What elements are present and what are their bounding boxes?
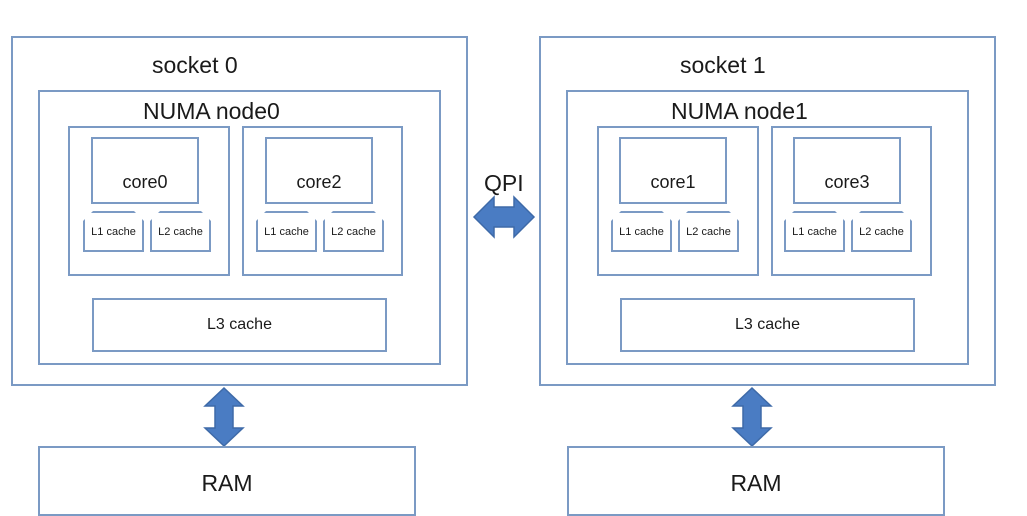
- socket-0-l3-cache: [92, 298, 387, 352]
- socket-0-ram-label: RAM: [201, 470, 253, 496]
- core1-l1-cache: L1 cache: [611, 211, 672, 252]
- core2-label: core2: [296, 172, 342, 192]
- qpi-double-arrow-icon: [472, 195, 536, 239]
- core1-l2-cache: L2 cache: [678, 211, 739, 252]
- socket-0-l3-label: L3 cache: [207, 316, 272, 333]
- numa-node1-title: NUMA node1: [671, 98, 808, 124]
- socket-0-title: socket 0: [152, 52, 238, 78]
- core0-l1-cache: L1 cache: [83, 211, 144, 252]
- core2-l2-cache: L2 cache: [323, 211, 384, 252]
- core3-box: [793, 137, 901, 204]
- socket-1-l3-cache: [620, 298, 915, 352]
- core0-box: [91, 137, 199, 204]
- core3-label: core3: [824, 172, 870, 192]
- core0-label: core0: [122, 172, 168, 192]
- core1-label: core1: [650, 172, 696, 192]
- socket-1-title: socket 1: [680, 52, 766, 78]
- socket-0-ram-arrow-icon: [203, 386, 245, 448]
- socket-1-l3-label: L3 cache: [735, 316, 800, 333]
- core1-l2-label: L2 cache: [686, 225, 731, 238]
- core0-l2-cache: L2 cache: [150, 211, 211, 252]
- numa-node0-title: NUMA node0: [143, 98, 280, 124]
- core1-l1-label: L1 cache: [619, 225, 664, 238]
- core2-box: [265, 137, 373, 204]
- core3-l2-label: L2 cache: [859, 225, 904, 238]
- core2-l1-label: L1 cache: [264, 225, 309, 238]
- qpi-label: QPI: [484, 170, 524, 196]
- core2-l1-cache: L1 cache: [256, 211, 317, 252]
- core1-box: [619, 137, 727, 204]
- core3-l1-cache: L1 cache: [784, 211, 845, 252]
- core0-l1-label: L1 cache: [91, 225, 136, 238]
- core3-l1-label: L1 cache: [792, 225, 837, 238]
- core0-l2-label: L2 cache: [158, 225, 203, 238]
- socket-1-ram-label: RAM: [730, 470, 782, 496]
- core2-l2-label: L2 cache: [331, 225, 376, 238]
- socket-1-ram-arrow-icon: [731, 386, 773, 448]
- core3-l2-cache: L2 cache: [851, 211, 912, 252]
